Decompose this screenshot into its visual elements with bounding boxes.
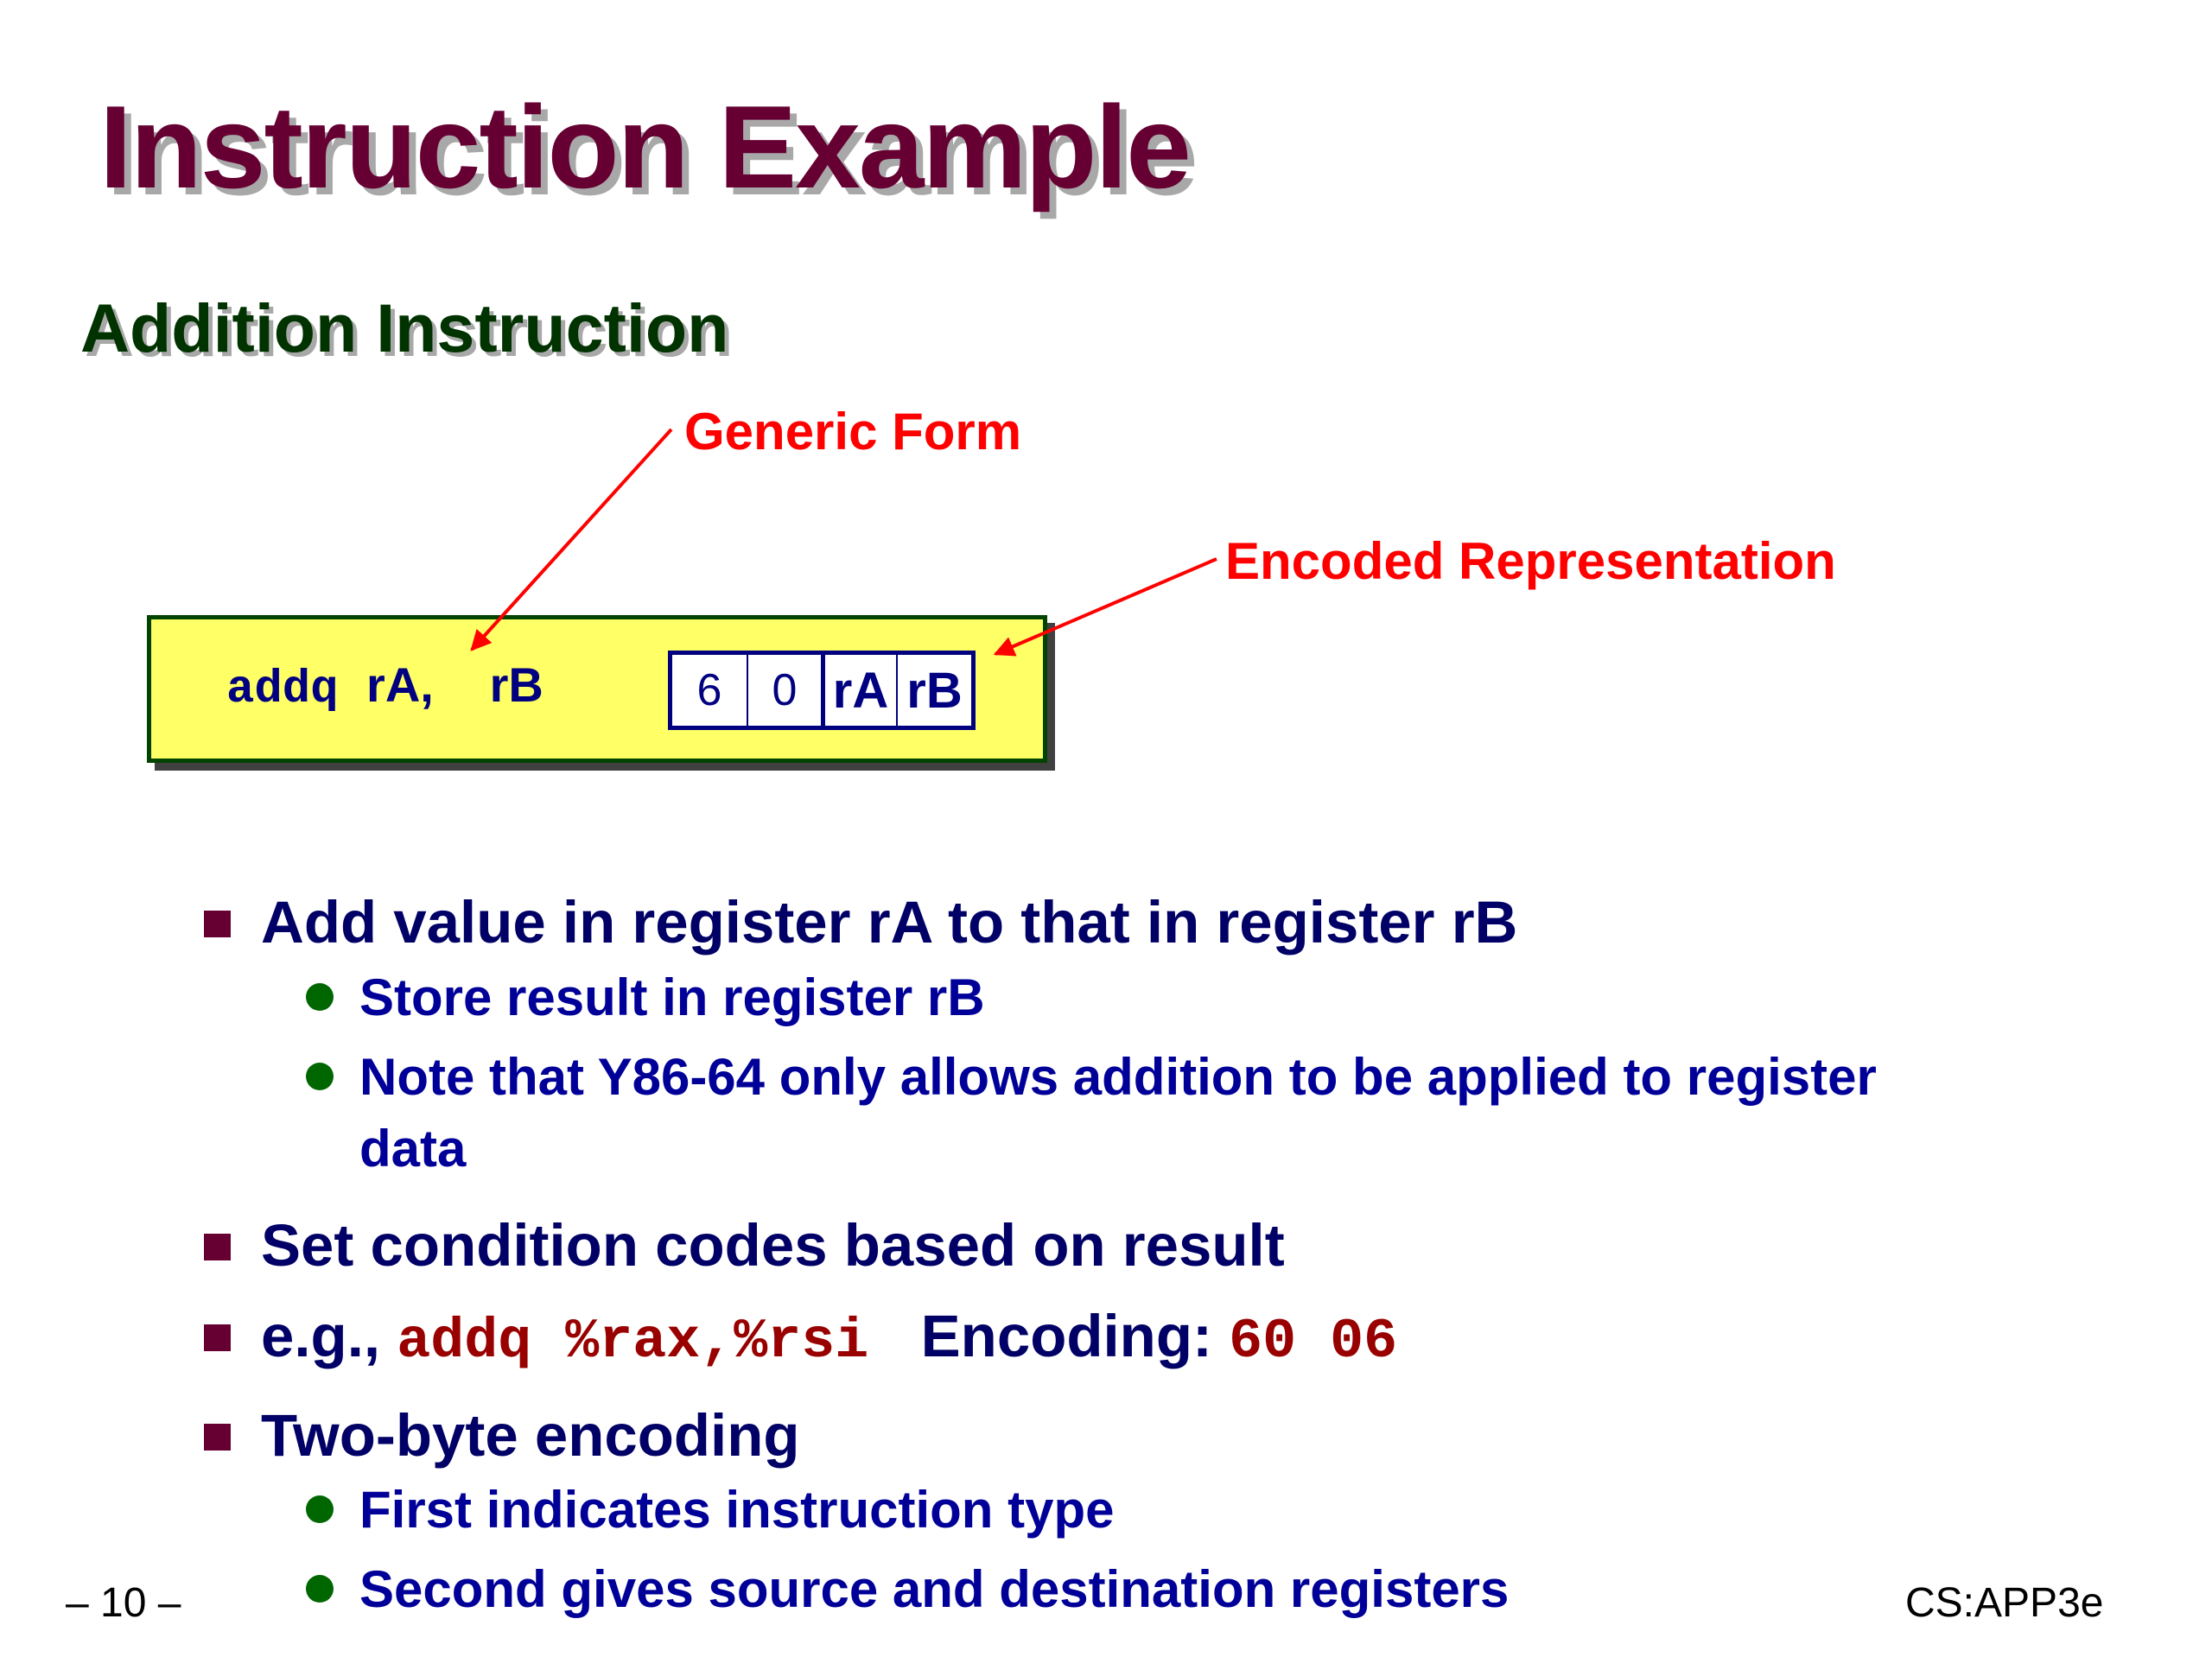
bullet-square-icon: [204, 1324, 231, 1351]
encoding-ra: rA: [821, 655, 896, 726]
instruction-mnemonic: addq: [226, 663, 339, 716]
bullet-two-byte: Two-byte encoding: [261, 1402, 800, 1469]
encoding-label: Encoding:: [920, 1303, 1212, 1369]
page-number: – 10 –: [66, 1580, 181, 1626]
operand-ra: rA,: [366, 657, 434, 712]
bullet-first-byte: First indicates instruction type: [359, 1481, 1115, 1539]
generic-form-label: Generic Form: [684, 403, 1022, 460]
generic-instruction: addq rA, rB: [226, 661, 543, 714]
example-prefix: e.g.,: [261, 1303, 381, 1369]
encoded-representation-label: Encoded Representation: [1225, 532, 1836, 590]
encoding-value: 60 06: [1229, 1310, 1398, 1374]
bullet-square-icon: [204, 911, 231, 937]
bullet-note-y86-continued: data: [359, 1120, 467, 1178]
bullet-note-y86: Note that Y86-64 only allows addition to…: [359, 1048, 1877, 1106]
bullet-example: e.g., addq %rax,%rsi Encoding: 60 06: [261, 1306, 1397, 1370]
bullet-dot-icon: [306, 983, 334, 1011]
example-code: addq %rax,%rsi: [397, 1310, 869, 1374]
encoding-rb: rB: [896, 655, 971, 726]
encoding-ifun: 0: [747, 655, 821, 726]
bullet-dot-icon: [306, 1063, 334, 1090]
bullet-dot-icon: [306, 1575, 334, 1603]
bullet-add-value: Add value in register rA to that in regi…: [261, 889, 1518, 955]
bullet-square-icon: [204, 1234, 231, 1260]
bullet-condition-codes: Set condition codes based on result: [261, 1212, 1285, 1279]
bullet-dot-icon: [306, 1495, 334, 1523]
operand-rb: rB: [489, 657, 543, 712]
encoding-bytes: 6 0 rA rB: [668, 651, 976, 730]
bullet-store-result: Store result in register rB: [359, 968, 985, 1026]
slide-title: Instruction Example: [99, 81, 1192, 213]
course-label: CS:APP3e: [1905, 1580, 2104, 1626]
bullet-second-byte: Second gives source and destination regi…: [359, 1560, 1510, 1618]
encoding-icode: 6: [696, 665, 722, 715]
section-heading: Addition Instruction: [80, 289, 729, 366]
bullet-square-icon: [204, 1424, 231, 1451]
